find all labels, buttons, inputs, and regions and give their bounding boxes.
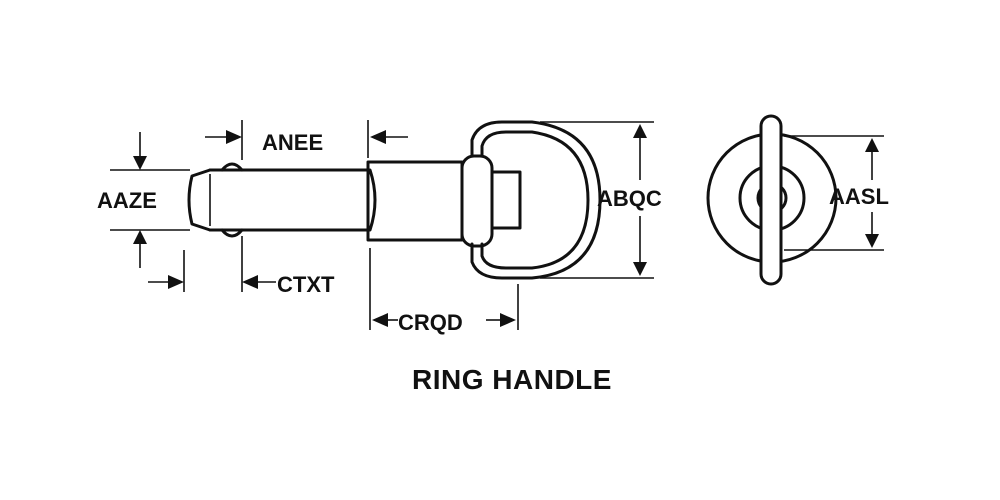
arrow-ctxt-right	[242, 275, 258, 289]
detent-ball-bottom	[220, 228, 244, 238]
arrow-abqc-top	[633, 124, 647, 138]
ring-loop-outer	[470, 120, 602, 280]
dimension-aaze: AAZE	[97, 132, 190, 268]
arrow-anee-right	[370, 130, 386, 144]
arrow-ctxt-left	[168, 275, 184, 289]
pin-side-view	[187, 120, 602, 280]
dimension-aasl: AASL	[784, 135, 889, 251]
pin-body	[366, 160, 464, 242]
detent-ball-top	[220, 162, 244, 172]
arrow-aaze-bottom	[133, 230, 147, 244]
clevis-block	[460, 154, 494, 248]
ring-end-view	[706, 114, 838, 286]
end-view-ring-bar	[759, 114, 783, 286]
dimension-abqc: ABQC	[540, 121, 662, 279]
dimension-anee: ANEE	[205, 120, 408, 160]
arrow-aaze-top	[133, 156, 147, 170]
label-aaze: AAZE	[97, 188, 157, 213]
arrow-aasl-bottom	[865, 234, 879, 248]
label-ctxt: CTXT	[277, 272, 335, 297]
dimension-crqd: CRQD	[369, 248, 519, 335]
dimension-ctxt: CTXT	[148, 236, 335, 297]
label-aasl: AASL	[829, 184, 889, 209]
arrow-abqc-bottom	[633, 262, 647, 276]
arrow-crqd-left	[372, 313, 388, 327]
label-crqd: CRQD	[398, 310, 463, 335]
arrow-aasl-top	[865, 138, 879, 152]
label-abqc: ABQC	[597, 186, 662, 211]
pin-tip	[187, 168, 212, 232]
ring-loop-inner	[480, 130, 590, 270]
arrow-crqd-right	[500, 313, 516, 327]
clevis-tab	[490, 170, 522, 230]
arrow-anee-left	[226, 130, 242, 144]
diagram-caption: RING HANDLE	[412, 364, 612, 395]
pin-shaft	[208, 168, 377, 232]
label-anee: ANEE	[262, 130, 323, 155]
